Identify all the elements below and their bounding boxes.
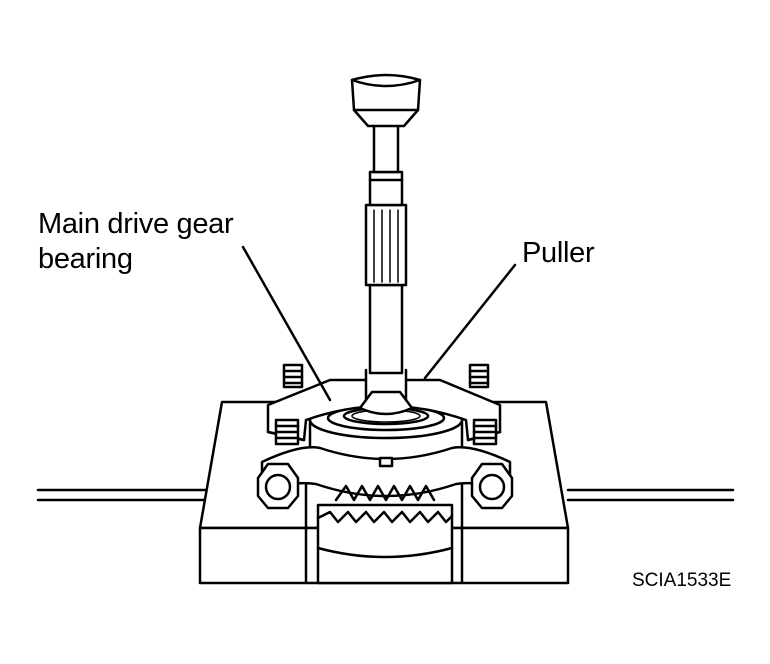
puller-shaft (358, 123, 414, 416)
puller-leader-line (423, 263, 517, 380)
gear (316, 503, 454, 585)
left-bolt (274, 363, 304, 446)
bearing-label-line2: bearing (38, 243, 133, 275)
bearing-outer-race (308, 400, 464, 466)
bearing-leader-line (241, 245, 332, 402)
figure-code: SCIA1533E (632, 570, 732, 591)
bearing-label-line1: Main drive gear (38, 208, 234, 240)
left-hex-nut (256, 462, 300, 510)
right-bolt (468, 363, 498, 446)
puller-label: Puller (522, 237, 595, 269)
puller-handle (350, 73, 422, 128)
base-rails (36, 488, 735, 502)
right-hex-nut (470, 462, 514, 510)
